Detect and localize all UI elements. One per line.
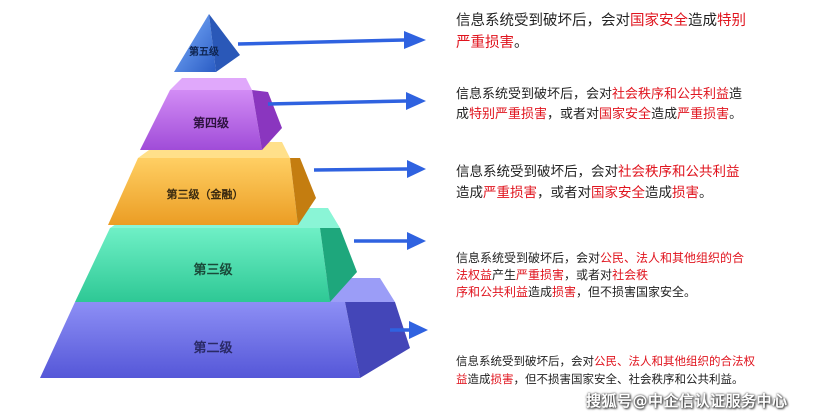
highlight-text: 国家安全 (599, 107, 652, 123)
body-text: 信息系统受到破坏后，会对 (456, 87, 613, 102)
body-text: 造成 (456, 184, 483, 201)
level-3-label: 第三级 (193, 262, 233, 278)
level-4-front-face (140, 90, 262, 150)
level-5-label: 第五级 (189, 45, 220, 58)
body-text: 信息系统受到破坏后，会对 (456, 13, 630, 29)
description-line: 成特别严重损害，或者对国家安全造成严重损害。 (456, 105, 742, 125)
level-5-side-face (209, 14, 240, 72)
body-text: ，但不损害国家安全、社会秩序和公共利益。 (513, 372, 744, 387)
description-line: 严重损害。 (456, 32, 746, 54)
description-line: 益造成损害，但不损害国家安全、社会秩序和公共利益。 (456, 370, 755, 388)
description-line: 造成严重损害，或者对国家安全造成损害。 (456, 183, 740, 204)
level-3-finance-front-face (108, 158, 298, 225)
body-text: 。 (729, 107, 743, 123)
body-text: 成 (456, 107, 470, 123)
body-text: 产生 (492, 267, 517, 282)
highlight-text: 特别严重损害 (469, 107, 548, 123)
highlight-text: 严重损害 (516, 267, 565, 282)
body-text: ，或者对 (547, 107, 600, 123)
highlight-text: 公民、法人和其他组织的合 (600, 251, 745, 265)
description-level-3: 信息系统受到破坏后，会对公民、法人和其他组织的合法权益产生严重损害，或者对社会秩… (456, 250, 744, 300)
level-2-front-face (40, 302, 360, 378)
level-2-label: 第二级 (193, 340, 233, 356)
body-text: 信息系统受到破坏后，会对 (456, 164, 618, 180)
highlight-text: 社会秩序和公共利益 (618, 164, 740, 180)
body-text: 。 (699, 184, 713, 201)
highlight-text: 国家安全 (591, 184, 645, 201)
body-text: 造成 (651, 107, 678, 123)
body-text: 造 (729, 87, 743, 102)
body-text: 造成 (528, 284, 553, 299)
level-3-side-face (320, 228, 357, 302)
body-text: 造成 (467, 372, 491, 387)
highlight-text: 严重损害 (677, 107, 730, 123)
level-4-label: 第四级 (193, 115, 229, 130)
description-line: 信息系统受到破坏后，会对国家安全造成特别 (456, 10, 746, 32)
level-5-front-face (174, 14, 216, 72)
highlight-text: 益 (456, 372, 468, 387)
description-level-3-finance: 信息系统受到破坏后，会对社会秩序和公共利益造成严重损害，或者对国家安全造成损害。 (456, 162, 740, 204)
description-line: 信息系统受到破坏后，会对公民、法人和其他组织的合法权 (456, 352, 755, 370)
level-4-side-face (252, 90, 282, 150)
description-level-4: 信息系统受到破坏后，会对社会秩序和公共利益造成特别严重损害，或者对国家安全造成严… (456, 85, 742, 125)
body-text: ，或者对 (537, 184, 591, 201)
highlight-text: 序和公共利益 (456, 284, 529, 299)
description-line: 信息系统受到破坏后，会对社会秩序和公共利益造 (456, 85, 742, 105)
level-2-side-face (345, 302, 410, 378)
pyramid-level-4: 第四级 (140, 78, 282, 150)
highlight-text: 社会秩序和公共利益 (612, 87, 730, 102)
description-line: 信息系统受到破坏后，会对公民、法人和其他组织的合 (456, 250, 744, 267)
highlight-text: 严重损害 (483, 184, 537, 201)
highlight-text: 社会秩 (612, 267, 649, 282)
highlight-text: 法权益 (456, 267, 493, 282)
body-text: ，或者对 (564, 267, 613, 282)
arrow-level-3-finance (313, 160, 426, 178)
highlight-text: 损害 (672, 184, 699, 201)
arrow-level-2 (390, 321, 428, 339)
level-3-finance-label: 第三级（金融） (167, 187, 244, 201)
level-3-front-face (75, 228, 330, 302)
level-3-finance-side-face (290, 158, 316, 225)
body-text: 。 (514, 35, 529, 52)
body-text: 信息系统受到破坏后，会对 (456, 251, 601, 265)
highlight-text: 公民、法人和其他组织的合法权 (594, 354, 755, 368)
description-level-2: 信息系统受到破坏后，会对公民、法人和其他组织的合法权益造成损害，但不损害国家安全… (456, 352, 755, 389)
description-level-5: 信息系统受到破坏后，会对国家安全造成特别严重损害。 (456, 10, 746, 55)
description-line: 法权益产生严重损害，或者对社会秩 (456, 267, 744, 284)
body-text: ，但不损害国家安全。 (576, 284, 697, 299)
highlight-text: 损害 (490, 372, 514, 387)
highlight-text: 国家安全 (630, 13, 688, 29)
body-text: 信息系统受到破坏后，会对 (456, 354, 594, 368)
body-text: 造成 (688, 13, 717, 29)
arrow-level-4 (267, 92, 426, 110)
arrow-level-5 (237, 31, 426, 49)
arrow-level-3 (354, 232, 426, 250)
description-line: 序和公共利益造成损害，但不损害国家安全。 (456, 284, 744, 301)
highlight-text: 特别 (717, 13, 746, 29)
level-4-top-face (170, 78, 252, 90)
highlight-text: 损害 (552, 284, 577, 299)
body-text: 造成 (645, 184, 672, 201)
highlight-text: 严重损害 (456, 35, 514, 52)
description-line: 信息系统受到破坏后，会对社会秩序和公共利益 (456, 162, 740, 183)
pyramid-level-5: 第五级 (174, 14, 240, 72)
pyramid-level-3-finance: 第三级（金融） (108, 142, 316, 225)
watermark: 搜狐号@中企信认证服务中心 (586, 392, 788, 410)
